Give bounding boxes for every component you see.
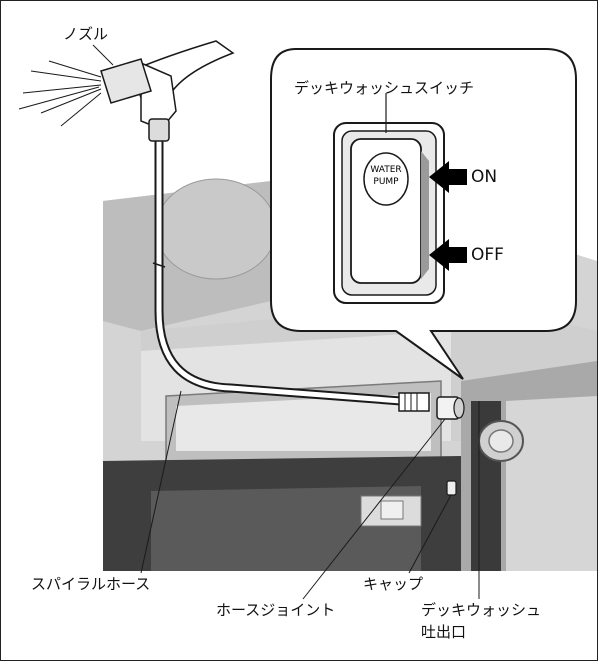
pump-text: PUMP: [373, 177, 399, 187]
water-text: WATER: [370, 165, 402, 175]
deck-wash-outlet-label-line1: デッキウォッシュ: [421, 601, 542, 619]
nozzle-hand: [18, 40, 235, 142]
cap: [446, 480, 457, 496]
cap-label: キャップ: [363, 575, 424, 593]
off-arrow: [429, 239, 467, 271]
hose-joint-label: ホースジョイント: [216, 601, 336, 619]
on-label: ON: [471, 167, 498, 187]
deck-wash-switch: [333, 93, 445, 304]
off-label: OFF: [471, 245, 504, 265]
nozzle-label: ノズル: [63, 25, 109, 43]
spiral-hose-label: スパイラルホース: [31, 575, 151, 593]
spiral-hose: [152, 136, 402, 406]
hose-joint: [398, 392, 465, 420]
on-arrow: [429, 161, 467, 193]
leader-lines: [92, 44, 480, 600]
water-pump-text: WATER PUMP: [365, 164, 407, 188]
deck-wash-outlet-label-line2: 吐出口: [421, 623, 467, 641]
deck-wash-switch-label: デッキウォッシュスイッチ: [294, 79, 475, 97]
